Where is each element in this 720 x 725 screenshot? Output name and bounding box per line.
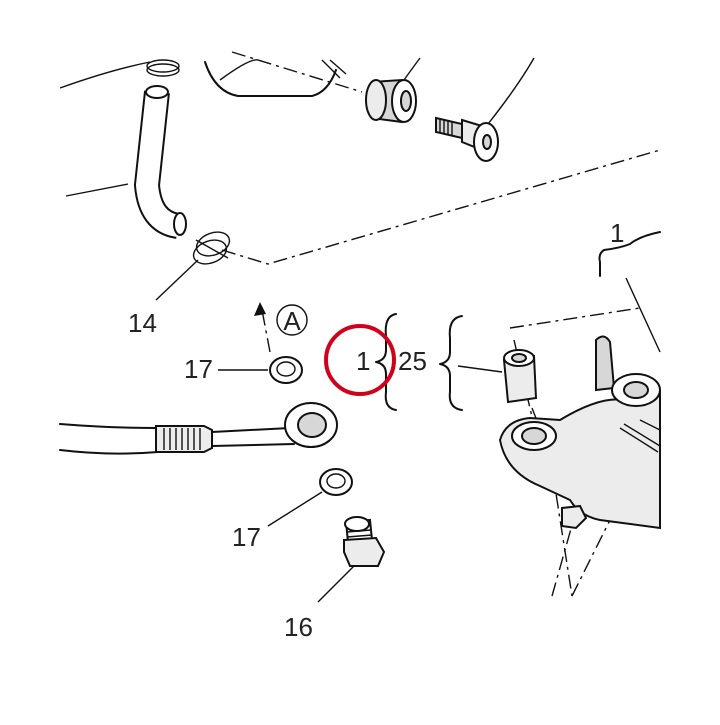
brace-right	[598, 231, 661, 277]
leader-25	[457, 365, 503, 373]
hose-clamp-part-14	[192, 231, 231, 265]
callout-leaders	[155, 259, 355, 603]
leader-grommet	[403, 57, 421, 81]
reference-arrow: A	[254, 302, 308, 353]
callout-16: 16	[284, 612, 313, 642]
brake-line	[59, 402, 338, 455]
callout-1-left: 1	[356, 346, 370, 376]
bushing-part-25	[502, 349, 538, 404]
brace-25	[439, 315, 463, 411]
highlight-circle	[324, 324, 396, 396]
banjo-bolt	[343, 516, 386, 567]
callout-17-top: 17	[184, 354, 213, 384]
brace-left	[375, 313, 397, 411]
shoulder-bolt	[435, 116, 499, 162]
reference-mark-a: A	[283, 306, 301, 336]
curved-hose	[65, 85, 187, 239]
callout-14: 14	[128, 308, 157, 338]
rubber-grommet	[365, 78, 417, 124]
sealing-washer-bottom	[319, 468, 353, 496]
sealing-washer-top	[269, 356, 303, 384]
leader-1-right	[625, 277, 661, 353]
leader-bolt	[487, 57, 535, 125]
hose-clamp-top	[146, 59, 180, 77]
callout-1-right: 1	[610, 218, 624, 248]
callout-25: 25	[398, 346, 427, 376]
callout-17-bottom: 17	[232, 522, 261, 552]
housing-fragment	[59, 59, 347, 97]
lever-bracket	[498, 335, 661, 530]
